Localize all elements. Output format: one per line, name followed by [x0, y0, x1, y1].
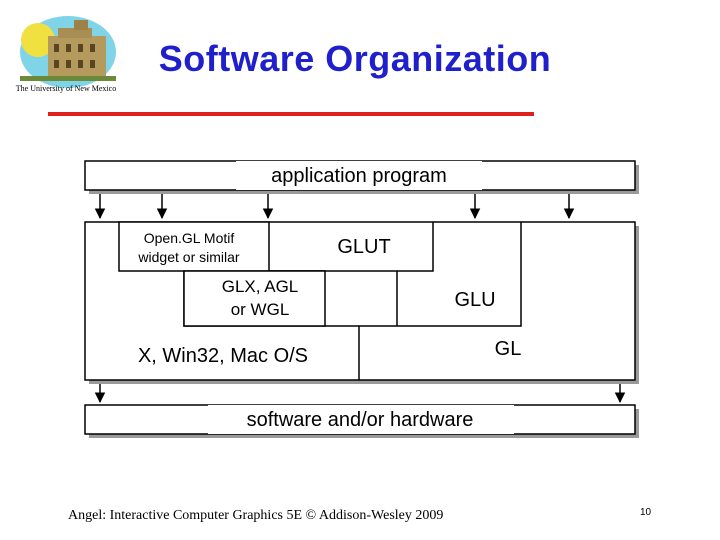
logo-building	[48, 36, 106, 80]
page-number: 10	[640, 507, 652, 518]
opengl-motif-label-2: widget or similar	[137, 249, 239, 265]
arrows-app-to-layer	[94, 194, 575, 220]
logo-caption: The University of New Mexico	[15, 84, 117, 93]
os-label: X, Win32, Mac O/S	[138, 345, 308, 367]
title-underline	[48, 112, 534, 116]
glx-box	[183, 270, 326, 327]
logo-sun	[21, 23, 55, 57]
application-program-box	[84, 160, 639, 194]
application-program-label: application program	[271, 165, 447, 187]
glut-label: GLUT	[337, 236, 390, 258]
layer-internal-lines	[118, 221, 522, 380]
footer-citation: Angel: Interactive Computer Graphics 5E …	[68, 508, 444, 523]
opengl-motif-label-1: Open.GL Motif	[144, 230, 235, 246]
hardware-label: software and/or hardware	[247, 409, 474, 431]
page-title: Software Organization	[158, 38, 552, 79]
arrows-layer-to-hardware	[94, 384, 626, 404]
glx-label-2: or WGL	[231, 300, 290, 319]
university-logo	[20, 16, 116, 88]
glu-label: GLU	[454, 289, 495, 311]
glx-label-1: GLX, AGL	[222, 277, 299, 296]
gl-label: GL	[495, 338, 522, 360]
hardware-box	[84, 404, 639, 438]
